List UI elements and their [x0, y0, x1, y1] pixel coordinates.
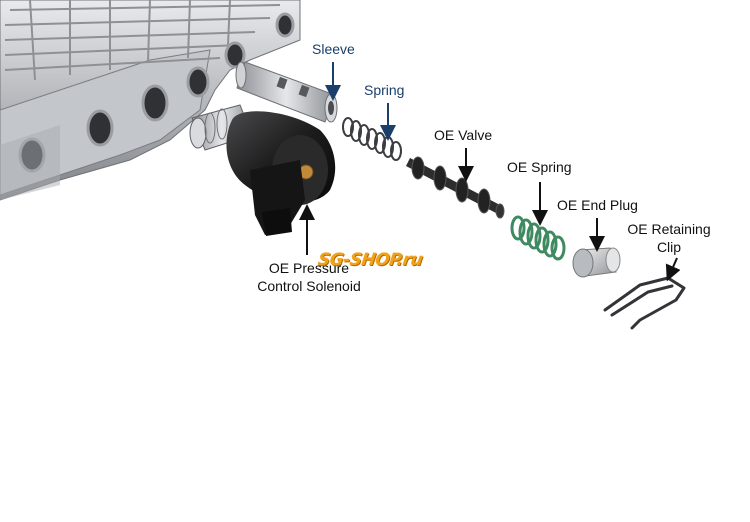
label-solenoid-line2: Control Solenoid [257, 278, 361, 294]
leader-arrows [299, 62, 681, 282]
solenoid-image [189, 104, 336, 236]
label-spring: Spring [364, 82, 405, 98]
sleeve-image [235, 61, 338, 123]
label-oe-retaining-clip-line1: OE Retaining [627, 221, 711, 237]
valve-body-image [0, 0, 301, 201]
spring-image [342, 117, 402, 161]
valve-spool-image [406, 156, 505, 219]
end-plug-image [572, 247, 621, 278]
label-oe-valve: OE Valve [434, 127, 493, 143]
label-oe-retaining-clip: OE Retaining Clip [621, 220, 717, 256]
label-sleeve: Sleeve [312, 41, 355, 57]
label-oe-retaining-clip-line2: Clip [656, 239, 682, 255]
label-solenoid: OE Pressure Control Solenoid [245, 259, 373, 295]
oe-spring-image [510, 215, 566, 261]
label-solenoid-line1: OE Pressure [268, 260, 350, 276]
label-oe-spring: OE Spring [507, 159, 572, 175]
watermark-logo: SG-SHOP.ru [316, 250, 424, 270]
label-oe-end-plug: OE End Plug [557, 197, 638, 213]
retaining-clip-image [603, 276, 686, 330]
